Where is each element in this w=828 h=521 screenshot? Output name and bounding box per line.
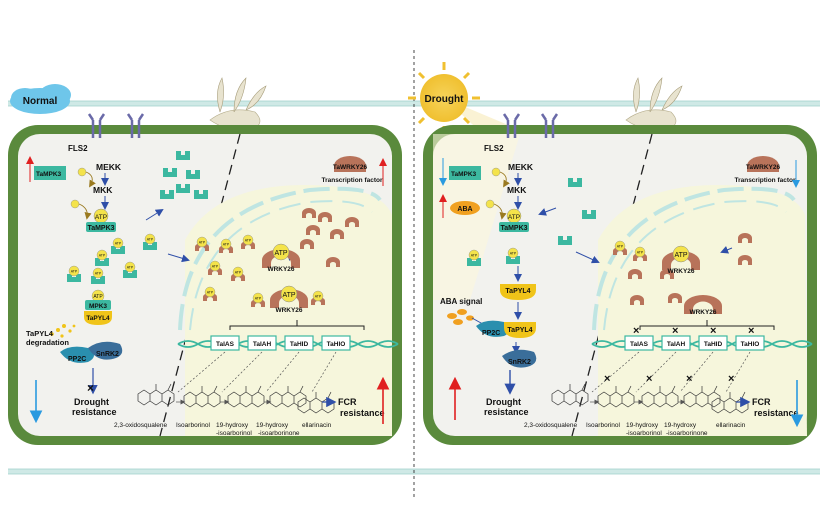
tampk3-label: TaMPK3	[500, 225, 527, 232]
tapyl4-label: TaPYL4	[86, 315, 110, 322]
tawrky26-label: TaWRKY26	[333, 164, 368, 171]
transcription-factor-label: Transcription factor	[321, 177, 383, 184]
snrk2-label: SnRK2	[508, 359, 531, 366]
atp-wrky2-label: ATP	[282, 292, 295, 299]
svg-text:×: ×	[748, 325, 754, 337]
gene-tahid: TaHID	[290, 341, 309, 348]
wrky26-label-2: WRKY26	[689, 309, 716, 316]
met-hydroxy-1: 19-hydroxy	[626, 422, 659, 429]
left-panel: Normal FLS2 MEKK MKK	[8, 77, 402, 445]
tampk3-left-label: TaMPK3	[451, 171, 477, 178]
met-hydroxy-1: 19-hydroxy	[216, 422, 249, 429]
block-x-icons: × × × ×	[633, 325, 754, 337]
svg-text:×: ×	[604, 373, 610, 385]
wrky26-label: WRKY26	[667, 268, 694, 275]
mkk-label: MKK	[93, 185, 113, 195]
svg-text:×: ×	[710, 325, 716, 337]
fls2-label: FLS2	[68, 144, 88, 153]
gene-taias: TaIAS	[630, 341, 649, 348]
aba-signal-label: ABA signal	[440, 297, 482, 306]
condition-label: Normal	[23, 96, 58, 107]
fls2-label: FLS2	[484, 144, 504, 153]
fungus-icon	[209, 77, 267, 131]
condition-label: Drought	[425, 94, 465, 105]
svg-text:×: ×	[633, 325, 639, 337]
atp-wrky-label: ATP	[274, 250, 287, 257]
divider-dashed	[159, 133, 241, 437]
gene-tahio: TaHIO	[741, 341, 760, 348]
tawrky26-label: TaWRKY26	[746, 164, 781, 171]
gene-boxes: TaIAS TaIAH TaHID TaHIO	[210, 335, 351, 351]
gene-tahio: TaHIO	[327, 341, 346, 348]
atp-label: ATP	[508, 214, 520, 221]
drought-label-1: Drought	[74, 397, 109, 407]
aba-signal-dots	[447, 309, 474, 325]
wrky26-label-2: WRKY26	[275, 307, 302, 314]
met-oxidosqualene: 2,3-oxidosqualene	[524, 422, 578, 429]
svg-text:×: ×	[672, 325, 678, 337]
atp-wrky-label: ATP	[674, 252, 687, 259]
nucleus	[185, 185, 392, 436]
tampk3-label: TaMPK3	[87, 225, 114, 232]
degradation-label-2: degradation	[26, 338, 69, 347]
gene-taiah: TaIAH	[667, 341, 686, 348]
gene-tahid: TaHID	[704, 341, 723, 348]
gene-taias: TaIAS	[216, 341, 235, 348]
drought-label-1: Drought	[486, 397, 521, 407]
right-panel: Drought FLS2 MEKK MKK ATP TaMPK	[408, 62, 817, 445]
aba-label: ABA	[457, 206, 472, 213]
degradation-label-1: TaPYL4	[26, 329, 54, 338]
drought-label-2: resistance	[72, 407, 117, 417]
met-hydroxy-2b: -isoarborinone	[666, 430, 708, 437]
mekk-label: MEKK	[96, 162, 122, 172]
gene-boxes: TaIAS TaIAH TaHID TaHIO	[624, 335, 765, 351]
transcription-factor-label: Transcription factor	[734, 177, 796, 184]
fcr-label: FCR	[752, 397, 771, 407]
aba-molecule	[450, 201, 480, 215]
gene-taiah: TaIAH	[253, 341, 272, 348]
met-ellarinacin: ellarinacin	[302, 422, 332, 429]
cloud-icon	[10, 84, 71, 114]
met-isoarborinol: Isoarborinol	[586, 422, 621, 429]
degradation-dots	[50, 324, 76, 338]
pp2c-label: PP2C	[68, 356, 86, 363]
atp-label: ATP	[95, 214, 107, 221]
met-oxidosqualene: 2,3-oxidosqualene	[114, 422, 168, 429]
met-hydroxy-2b: -isoarborinone	[258, 430, 300, 437]
tapyl4-label: TaPYL4	[505, 288, 530, 295]
fls2-receptor	[87, 113, 145, 138]
fungus-icon	[625, 77, 683, 131]
met-ellarinacin: ellarinacin	[716, 422, 746, 429]
svg-text:×: ×	[686, 373, 692, 385]
met-hydroxy-2: 19-hydroxy	[256, 422, 289, 429]
atp-mpk3-label: ATP	[93, 294, 103, 300]
nucleus	[598, 185, 807, 436]
tampk3-left-label: TaMPK3	[36, 171, 62, 178]
fcr-label: FCR	[338, 397, 357, 407]
mekk-label: MEKK	[508, 162, 534, 172]
mpk3-label: MPK3	[89, 303, 107, 310]
pathway-block-x: × × × ×	[604, 373, 734, 385]
met-hydroxy-1b: -isoarborinol	[216, 430, 252, 437]
divider-dashed	[571, 133, 653, 437]
fcr-resistance-label: resistance	[754, 408, 799, 418]
drought-label-2: resistance	[484, 407, 529, 417]
svg-text:×: ×	[728, 373, 734, 385]
fcr-resistance-label: resistance	[340, 408, 385, 418]
tapyl4-complex-label: TaPYL4	[507, 327, 532, 334]
mkk-label: MKK	[507, 185, 527, 195]
met-isoarborinol: Isoarborinol	[176, 422, 211, 429]
met-hydroxy-2: 19-hydroxy	[664, 422, 697, 429]
block-x-icon: ×	[87, 381, 94, 395]
snrk2-label: SnRK2	[96, 351, 119, 358]
wrky26-label: WRKY26	[267, 266, 294, 273]
svg-text:×: ×	[646, 373, 652, 385]
pp2c-label: PP2C	[482, 330, 500, 337]
fls2-receptor	[502, 113, 559, 138]
met-hydroxy-1b: -isoarborinol	[626, 430, 662, 437]
